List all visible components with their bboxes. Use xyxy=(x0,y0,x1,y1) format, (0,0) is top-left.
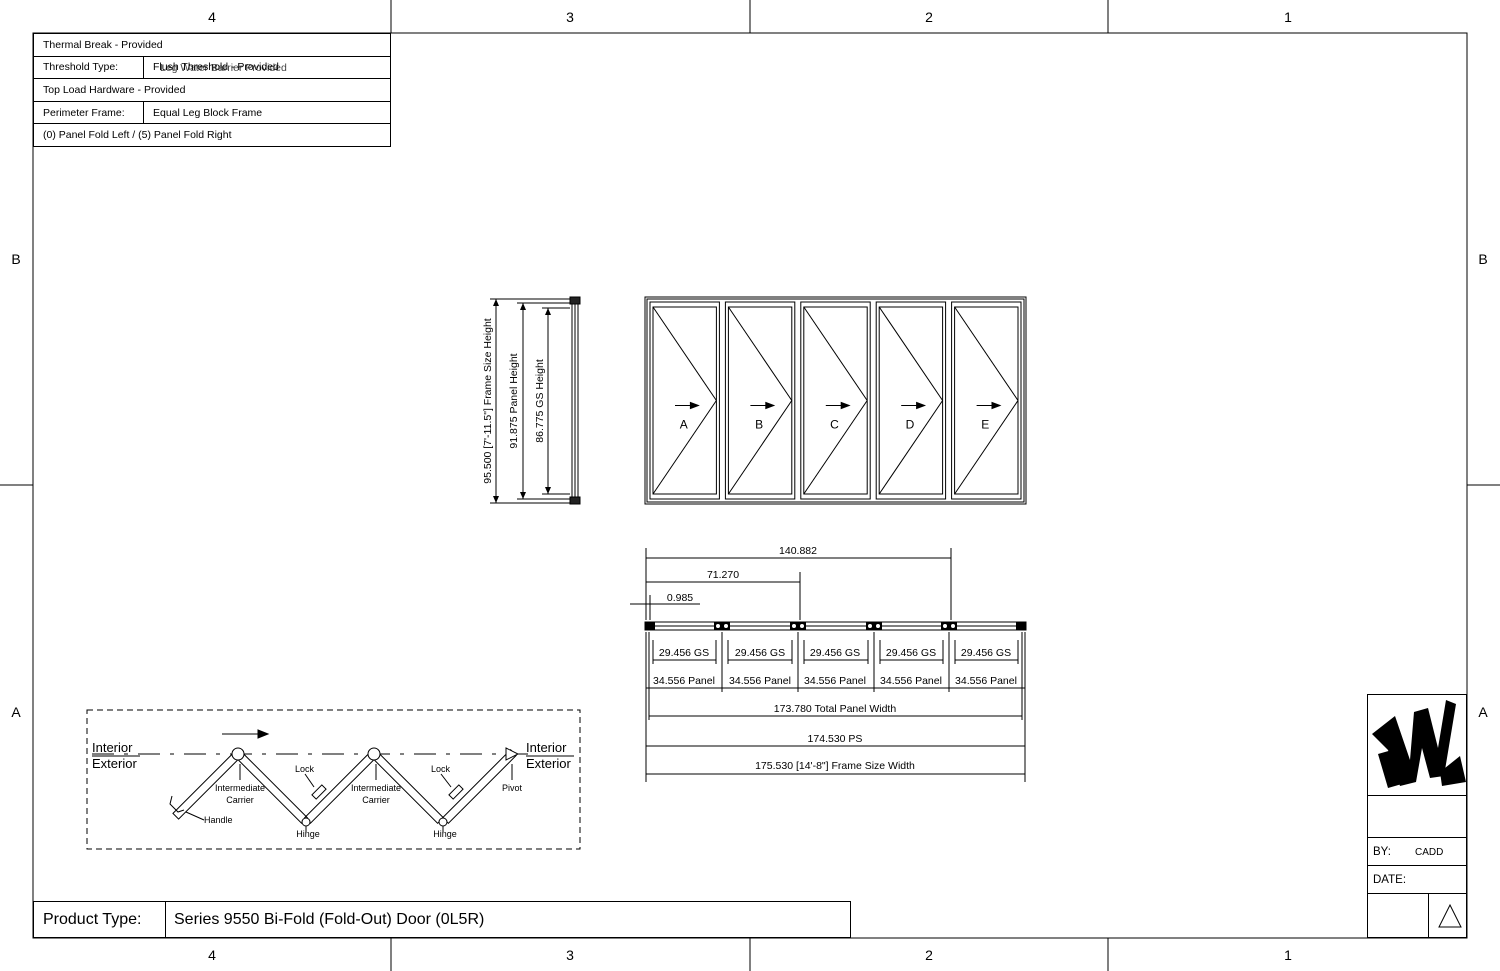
spec-fold: (0) Panel Fold Left / (5) Panel Fold Rig… xyxy=(33,123,391,147)
zone-top-4: 4 xyxy=(208,9,216,25)
spec-frame-value: Equal Leg Block Frame xyxy=(143,100,391,125)
fold-carrier-1-line1: Intermediate xyxy=(215,783,265,793)
dim-gs-a: 29.456 GS xyxy=(659,647,709,659)
zone-top-1: 1 xyxy=(1284,9,1292,25)
dim-gs-b: 29.456 GS xyxy=(735,647,785,659)
dim-frame-width: 175.530 [14'-8"] Frame Size Width xyxy=(755,760,915,772)
product-type-box: Product Type: Series 9550 Bi-Fold (Fold-… xyxy=(33,901,851,938)
spec-row: Perimeter Frame: Equal Leg Block Frame xyxy=(33,100,391,125)
door-panel xyxy=(649,301,720,500)
door-panel xyxy=(951,301,1022,500)
dim-gs-e: 29.456 GS xyxy=(961,647,1011,659)
dim-panel-d: 34.556 Panel xyxy=(880,675,942,687)
fold-exterior-right: Exterior xyxy=(526,756,571,771)
spec-frame-label: Perimeter Frame: xyxy=(33,100,144,125)
plan-hardware xyxy=(645,622,1026,630)
zone-bottom-4: 4 xyxy=(208,947,216,963)
dim-gs-height: 86.775 GS Height xyxy=(534,359,546,443)
zone-right-a: A xyxy=(1478,704,1488,720)
panel-letter: E xyxy=(981,418,989,432)
zone-left-a: A xyxy=(11,704,21,720)
dim-panel-a: 34.556 Panel xyxy=(653,675,715,687)
zone-bottom-2: 2 xyxy=(925,947,933,963)
fold-hinge-1: Hinge xyxy=(296,829,320,839)
dim-gs-c: 29.456 GS xyxy=(810,647,860,659)
spec-thermal-break: Thermal Break - Provided xyxy=(33,33,391,57)
fold-exterior: Exterior xyxy=(92,756,137,771)
dim-71: 71.270 xyxy=(707,569,739,581)
by-label: BY: xyxy=(1373,846,1391,858)
dim-total-panel-width: 173.780 Total Panel Width xyxy=(774,703,897,715)
date-label: DATE: xyxy=(1373,874,1407,886)
zone-labels: 4 3 2 1 4 3 2 1 B A B A xyxy=(11,9,1488,963)
zone-right-b: B xyxy=(1478,251,1487,267)
spec-threshold-text: Flush Threshold - Provided xyxy=(153,61,279,74)
dim-panel-c: 34.556 Panel xyxy=(804,675,866,687)
door-panel xyxy=(800,301,871,500)
fold-lock-1: Lock xyxy=(295,764,315,774)
swing-arrowhead-icon xyxy=(916,401,927,410)
side-section xyxy=(490,296,581,505)
swing-arrowhead-icon xyxy=(689,401,700,410)
fold-interior-right: Interior xyxy=(526,740,567,755)
title-block-blank xyxy=(1368,795,1466,838)
fold-carrier-1-line2: Carrier xyxy=(226,795,254,805)
spec-threshold-label: Threshold Type: xyxy=(33,55,144,80)
dim-gs-d: 29.456 GS xyxy=(886,647,936,659)
spec-row: (0) Panel Fold Left / (5) Panel Fold Rig… xyxy=(33,123,391,147)
swing-arrowhead-icon xyxy=(991,401,1002,410)
panel-letter: A xyxy=(680,418,688,432)
product-type-label: Product Type: xyxy=(34,902,166,937)
fold-diagram xyxy=(86,709,581,850)
title-block: BY: CADD DATE: xyxy=(1367,694,1467,938)
fold-carrier-2-line1: Intermediate xyxy=(351,783,401,793)
swing-arrowhead-icon xyxy=(840,401,851,410)
fold-lock-2: Lock xyxy=(431,764,451,774)
dim-ps-width: 174.530 PS xyxy=(808,733,863,745)
title-block-revision-row xyxy=(1368,893,1466,938)
swing-arrowhead-icon xyxy=(765,401,776,410)
fold-carrier-2-line2: Carrier xyxy=(362,795,390,805)
door-panel xyxy=(724,301,796,500)
dim-panel-e: 34.556 Panel xyxy=(955,675,1017,687)
panel-letter: B xyxy=(755,418,763,432)
dim-panel-b: 34.556 Panel xyxy=(729,675,791,687)
spec-threshold-value: Flush Threshold - Provided Leg Water Bar… xyxy=(143,55,391,80)
spec-table: Thermal Break - Provided Threshold Type:… xyxy=(33,33,391,147)
zone-top-3: 3 xyxy=(566,9,574,25)
dim-0985: 0.985 xyxy=(667,592,693,604)
product-type-value: Series 9550 Bi-Fold (Fold-Out) Door (0L5… xyxy=(174,910,485,928)
zone-bottom-3: 3 xyxy=(566,947,574,963)
zone-bottom-1: 1 xyxy=(1284,947,1292,963)
side-arrows xyxy=(493,299,551,503)
zone-top-2: 2 xyxy=(925,9,933,25)
spec-row: Thermal Break - Provided xyxy=(33,33,391,57)
fold-interior: Interior xyxy=(92,740,133,755)
fold-pivot: Pivot xyxy=(502,783,523,793)
company-logo-icon xyxy=(1372,700,1466,788)
panel-letter: C xyxy=(830,418,839,432)
spec-row: Top Load Hardware - Provided xyxy=(33,78,391,102)
spec-row: Threshold Type: Flush Threshold - Provid… xyxy=(33,55,391,80)
fold-handle: Handle xyxy=(204,815,233,825)
triangle-icon xyxy=(1438,903,1462,928)
door-panel xyxy=(875,301,947,500)
title-block-date-row: DATE: xyxy=(1368,865,1466,894)
plan-view xyxy=(630,548,1027,782)
dim-panel-height: 91.875 Panel Height xyxy=(508,353,520,448)
title-block-by-row: BY: CADD xyxy=(1368,837,1466,866)
zone-left-b: B xyxy=(11,251,20,267)
fold-labels: Interior Exterior Interior Exterior Lock… xyxy=(92,740,571,839)
dim-140: 140.882 xyxy=(779,545,817,557)
spec-threshold-overlay: Leg Water Barrier Provided xyxy=(160,61,287,74)
by-value: CADD xyxy=(1415,846,1444,858)
spec-top-load: Top Load Hardware - Provided xyxy=(33,78,391,102)
dim-frame-height: 95.500 [7'-11.5"] Frame Size Height xyxy=(482,318,494,484)
door-elevation xyxy=(644,296,1027,505)
fold-hinge-2: Hinge xyxy=(433,829,457,839)
panel-letter: D xyxy=(906,418,915,432)
